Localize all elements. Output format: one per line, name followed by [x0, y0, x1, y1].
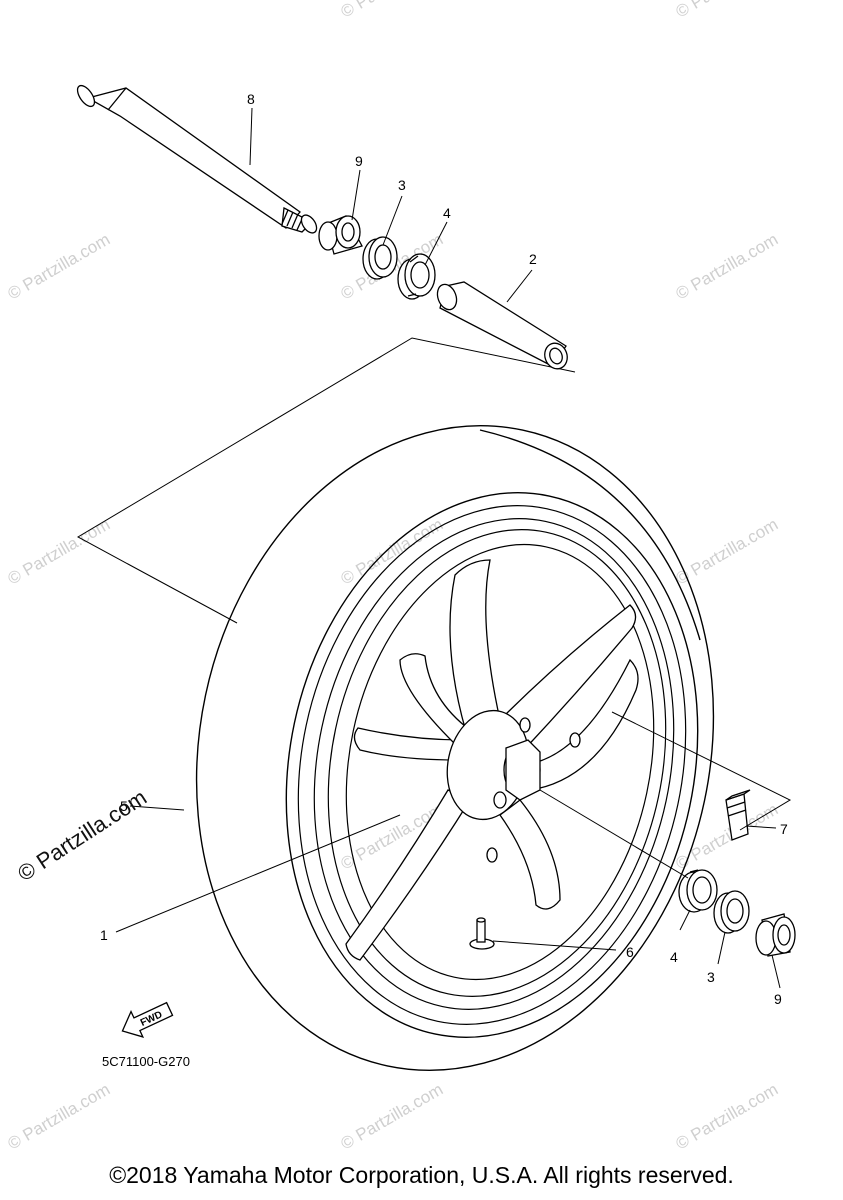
callout-3-top: 3	[398, 177, 406, 193]
figure-code: 5C71100-G270	[102, 1054, 190, 1069]
watermark-text: © Partzilla.com	[338, 1080, 447, 1154]
callout-8: 8	[247, 91, 255, 107]
oil-seal-bottom	[713, 890, 750, 934]
tire	[195, 425, 715, 1071]
watermark-text: © Partzilla.com	[673, 0, 782, 21]
callouts: 8 9 3 4 2 5 1 7 6 4 3 9	[100, 91, 788, 1007]
watermark-text: © Partzilla.com	[5, 230, 114, 304]
watermark-large: © Partzilla.com	[13, 784, 151, 886]
copyright-footer: ©2018 Yamaha Motor Corporation, U.S.A. A…	[109, 1162, 734, 1188]
callout-6: 6	[626, 944, 634, 960]
collar-top	[318, 215, 363, 255]
watermark-text: © Partzilla.com	[673, 515, 782, 589]
callout-5: 5	[120, 798, 128, 814]
callout-7: 7	[780, 821, 788, 837]
callout-3-bottom: 3	[707, 969, 715, 985]
bearing-top	[397, 253, 436, 300]
axle	[76, 84, 318, 234]
oil-seal-top	[362, 236, 398, 280]
callout-9-top: 9	[355, 153, 363, 169]
watermark-layer: © Partzilla.com © Partzilla.com © Partzi…	[5, 0, 782, 1153]
collar-bottom	[755, 913, 796, 957]
callout-4-top: 4	[443, 205, 451, 221]
watermark-text: © Partzilla.com	[5, 1080, 114, 1154]
fwd-arrow: FWD	[121, 1001, 174, 1038]
callout-4-bottom: 4	[670, 949, 678, 965]
callout-1: 1	[100, 927, 108, 943]
wheel-spokes	[345, 559, 639, 961]
valve	[469, 917, 495, 950]
watermark-text: © Partzilla.com	[338, 0, 447, 21]
wheel-hub	[446, 709, 581, 863]
wheel-rim	[297, 505, 687, 1025]
watermark-text: © Partzilla.com	[338, 515, 447, 589]
parts-diagram: © Partzilla.com © Partzilla.com © Partzi…	[5, 0, 796, 1153]
explode-lines	[76, 337, 576, 624]
bearing-bottom	[678, 869, 718, 913]
spacer-tube	[436, 281, 568, 370]
fwd-label: FWD	[139, 1009, 164, 1029]
callout-9-bottom: 9	[774, 991, 782, 1007]
leader-lines	[115, 107, 792, 989]
callout-2: 2	[529, 251, 537, 267]
watermark-text: © Partzilla.com	[673, 230, 782, 304]
watermark-text: © Partzilla.com	[673, 1080, 782, 1154]
